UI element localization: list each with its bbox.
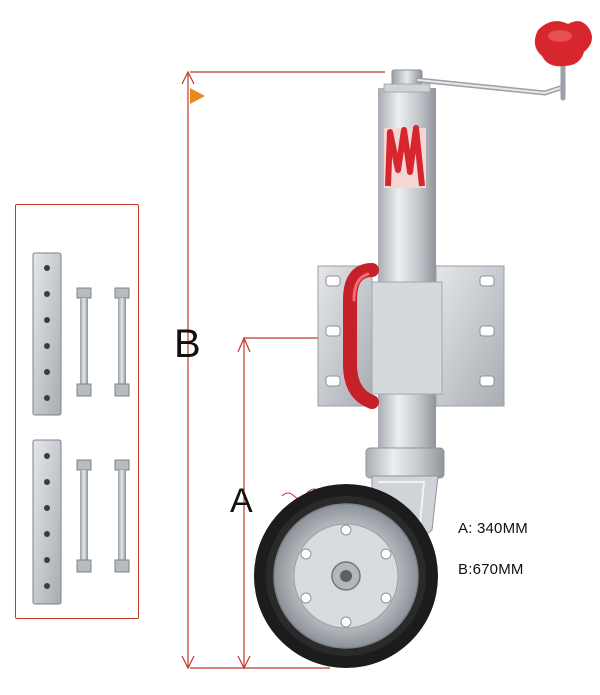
mounting-plate-bottom — [32, 439, 62, 605]
arrow-marker-icon — [190, 88, 205, 104]
bolt — [76, 287, 92, 397]
dimension-a-line — [190, 336, 330, 670]
spec-b-text: B:670MM — [458, 561, 524, 578]
wheel — [254, 484, 438, 668]
handle-knob-icon — [534, 21, 592, 67]
dimension-a-label: A — [230, 482, 253, 520]
dimension-b-line — [181, 70, 385, 670]
dimension-b-label: B — [174, 322, 201, 366]
mounting-plate-top — [32, 252, 62, 416]
spec-a-text: A: 340MM — [458, 520, 528, 537]
accessory-parts-frame — [15, 204, 139, 619]
bolt — [114, 287, 130, 397]
release-handle — [343, 263, 379, 409]
bolt — [76, 459, 92, 573]
jack-tube — [378, 83, 436, 468]
bolt — [114, 459, 130, 573]
